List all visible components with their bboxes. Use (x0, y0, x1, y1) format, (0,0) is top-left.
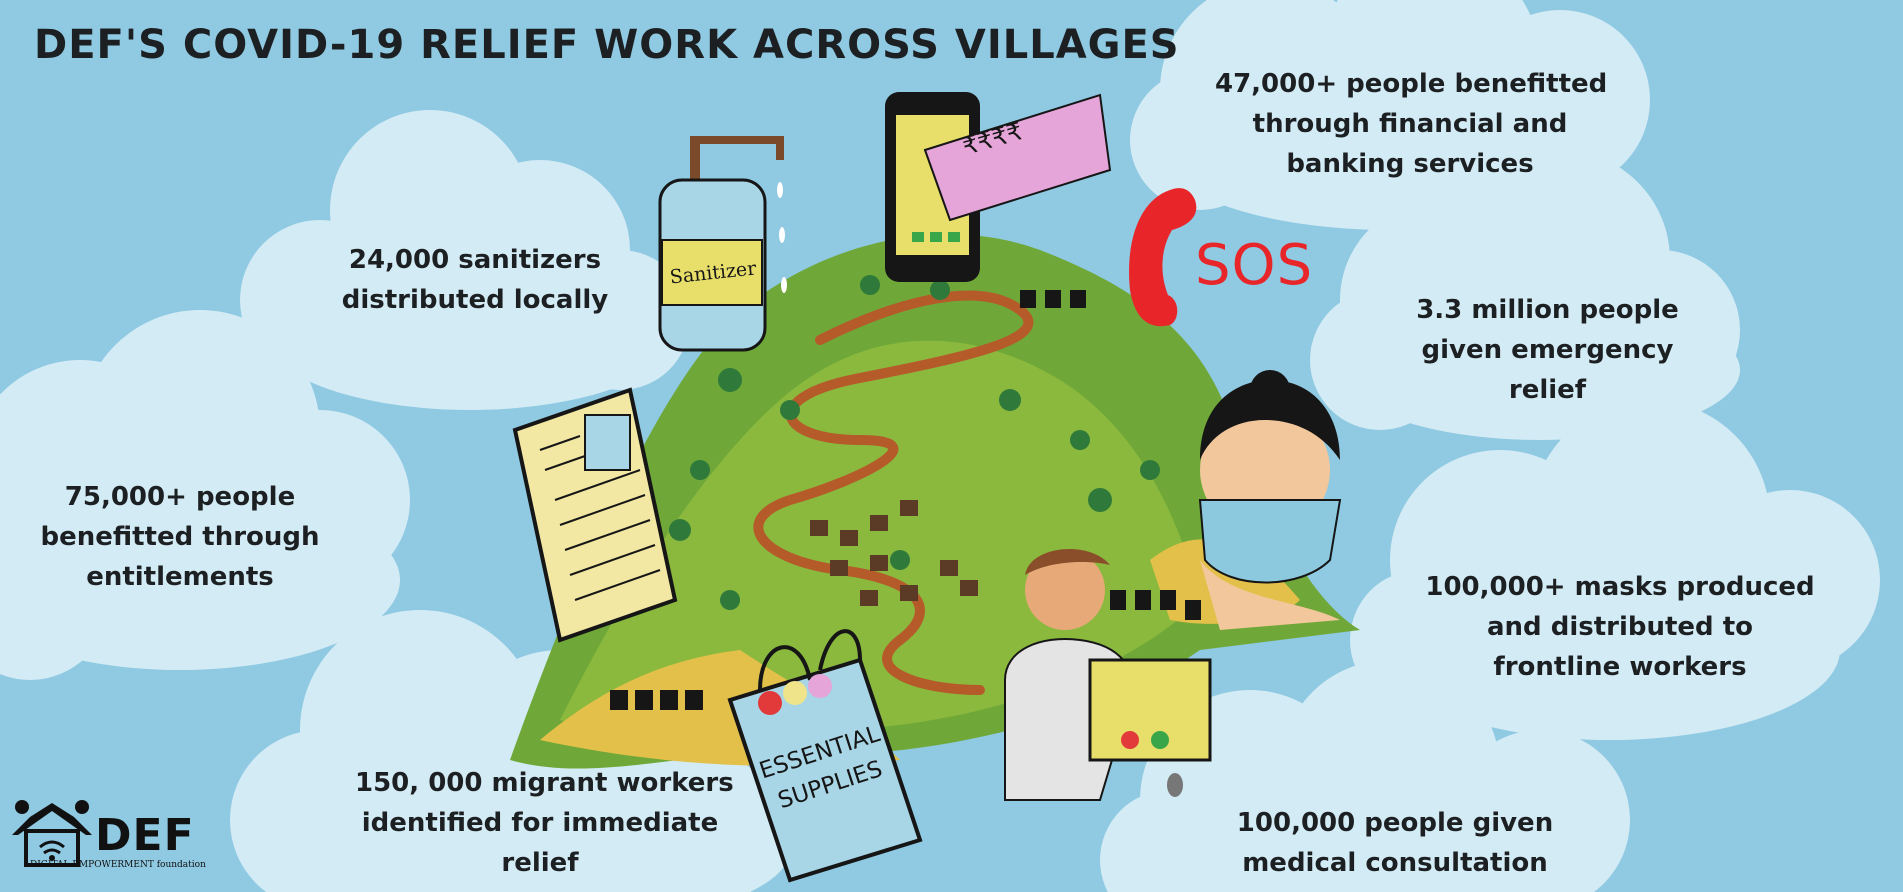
stat-entitlements-line-2: benefitted through (40, 522, 320, 552)
stat-sanitizers-line-2: distributed locally (341, 285, 609, 315)
stat-masks-line-1: 100,000+ masks produced (1425, 572, 1815, 602)
cloud-sanitizers (240, 110, 690, 410)
supplies-bag-illustration (727, 629, 923, 883)
stat-migrants-line-1: 150, 000 migrant workers (355, 768, 734, 798)
cloud-migrants (230, 610, 790, 892)
house-people-icon (12, 800, 92, 867)
stat-financial-line-1: 47,000+ people benefitted (1215, 69, 1608, 99)
stat-sanitizers-line-1: 24,000 sanitizers (348, 245, 602, 275)
phone-money-illustration (885, 92, 1112, 282)
stat-masks-line-3: frontline workers (1493, 652, 1747, 682)
stat-financial: 47,000+ people benefitted through financ… (1215, 64, 1608, 184)
stat-emergency-line-2: given emergency (1421, 335, 1674, 365)
stat-emergency-line-1: 3.3 million people (1416, 295, 1679, 325)
document-illustration (512, 387, 678, 643)
stat-medical-line-1: 100,000 people given (1236, 808, 1554, 838)
page-title: DEF'S COVID-19 RELIEF WORK ACROSS VILLAG… (34, 22, 1180, 68)
stat-migrants: 150, 000 migrant workers identified for … (355, 763, 734, 883)
stat-financial-line-3: banking services (1286, 149, 1534, 179)
stat-masks-line-2: and distributed to (1486, 612, 1754, 642)
stat-masks: 100,000+ masks produced and distributed … (1420, 567, 1820, 687)
cloud-masks (1350, 400, 1880, 740)
village-hill (510, 234, 1360, 769)
stat-emergency-line-3: relief (1508, 375, 1587, 405)
logo-wordmark: DEF (95, 810, 195, 861)
stat-medical: 100,000 people given medical consultatio… (1220, 803, 1570, 883)
sanitizer-illustration (658, 136, 787, 352)
stat-emergency: 3.3 million people given emergency relie… (1400, 290, 1695, 410)
stat-medical-line-2: medical consultation (1242, 848, 1548, 878)
stat-sanitizers: 24,000 sanitizers distributed locally (335, 240, 615, 320)
stat-entitlements: 75,000+ people benefitted through entitl… (30, 477, 330, 597)
sos-label: SOS (1195, 233, 1314, 298)
def-logo: DEF DIGITAL EMPOWERMENT foundation (10, 790, 206, 880)
stat-migrants-line-2: identified for immediate (361, 808, 719, 838)
sos-phone-illustration (1129, 188, 1197, 327)
masked-woman-illustration (1198, 370, 1342, 630)
cloud-emergency (1310, 150, 1740, 440)
stat-entitlements-line-1: 75,000+ people (64, 482, 296, 512)
doctor-illustration (1004, 548, 1212, 801)
stat-migrants-line-3: relief (501, 848, 579, 878)
stat-financial-line-2: through financial and (1252, 109, 1568, 139)
cloud-entitlements (0, 310, 410, 680)
stat-entitlements-line-3: entitlements (86, 562, 274, 592)
logo-tagline: DIGITAL EMPOWERMENT foundation (30, 860, 206, 870)
